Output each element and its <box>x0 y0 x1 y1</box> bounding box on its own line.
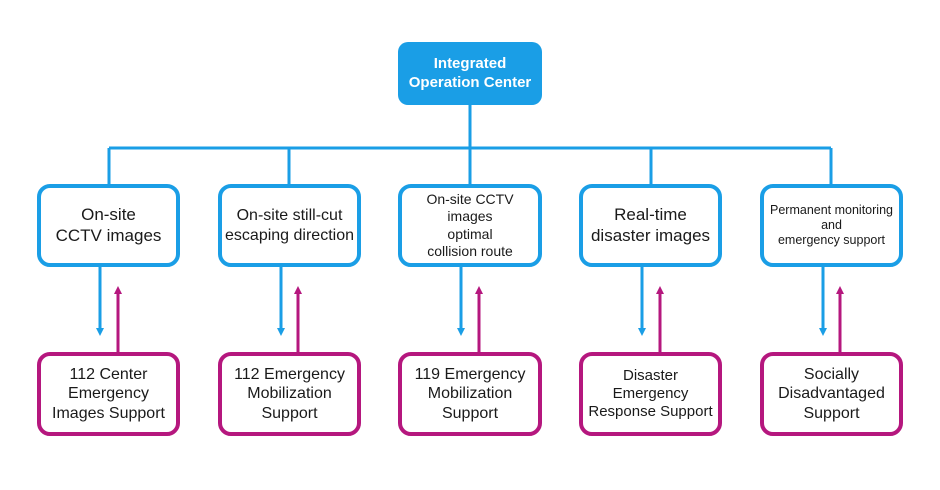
source-node-still-cut: On-site still-cut escaping direction <box>218 184 361 267</box>
tree-connector <box>107 105 833 184</box>
down-arrows <box>96 267 827 336</box>
agency-node-socially-disadvantaged: Socially Disadvantaged Support <box>760 352 903 436</box>
up-arrows <box>114 286 844 352</box>
source-node-disaster-images: Real-time disaster images <box>579 184 722 267</box>
source-node-collision-route: On-site CCTV images optimal collision ro… <box>398 184 542 267</box>
source-node-cctv-images: On-site CCTV images <box>37 184 180 267</box>
source-node-permanent-monitoring: Permanent monitoring and emergency suppo… <box>760 184 903 267</box>
agency-node-119-mobilization: 119 Emergency Mobilization Support <box>398 352 542 436</box>
integrated-operation-center-node: Integrated Operation Center <box>398 42 542 105</box>
agency-node-112-mobilization: 112 Emergency Mobilization Support <box>218 352 361 436</box>
agency-node-112-center: 112 Center Emergency Images Support <box>37 352 180 436</box>
agency-node-disaster-response: Disaster Emergency Response Support <box>579 352 722 436</box>
